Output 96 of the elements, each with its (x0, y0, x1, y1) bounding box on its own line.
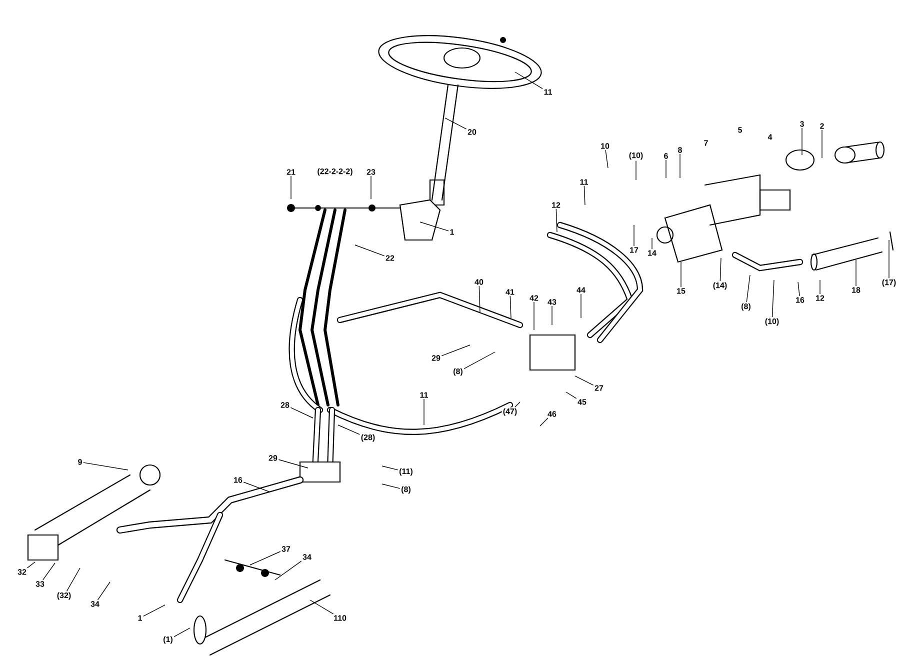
leader-line (243, 482, 270, 492)
leader-line (514, 72, 543, 90)
callout-number: 10 (600, 142, 610, 150)
callout-number: 17 (628, 246, 640, 254)
callout-number: 22 (384, 254, 396, 262)
callout-number: 29 (430, 354, 442, 362)
leader-line (382, 484, 400, 489)
leader-line (540, 418, 548, 426)
callout-number: 27 (594, 384, 604, 392)
leader-line (444, 118, 467, 130)
callout-number: (47) (502, 407, 518, 417)
leader-line (510, 296, 512, 318)
callout-number: 21 (286, 168, 296, 176)
callout-number: 11 (418, 391, 430, 399)
callout-number: 16 (794, 296, 806, 304)
callout-number: 28 (280, 401, 290, 409)
leader-line (680, 262, 682, 288)
callout-number: 11 (542, 88, 554, 96)
callout-number: 29 (268, 454, 278, 462)
leader-line (772, 280, 774, 318)
callout-number: 42 (528, 294, 540, 302)
callout-number: (14) (712, 281, 728, 291)
callout-number: 5 (736, 126, 744, 134)
leader-line (354, 244, 385, 256)
callout-number: 2 (818, 122, 826, 130)
callout-number: 43 (546, 298, 558, 306)
leader-line (746, 274, 750, 302)
callout-number: (10) (628, 151, 644, 161)
callout-number: 12 (550, 201, 562, 209)
leader-line (580, 294, 582, 318)
leader-line (566, 392, 577, 399)
callout-number: (10) (764, 317, 780, 327)
callout-number: 3 (798, 120, 806, 128)
leader-line (514, 402, 520, 408)
callout-number: 34 (302, 553, 312, 561)
callout-number: 12 (814, 294, 826, 302)
leader-line (478, 286, 480, 312)
callout-number: (17) (880, 278, 898, 288)
callout-number: 23 (366, 168, 376, 176)
leader-line (26, 562, 36, 568)
callout-number: 40 (474, 278, 484, 286)
leader-line (605, 150, 608, 168)
callout-number: 7 (702, 139, 710, 147)
leader-line (888, 240, 890, 278)
leader-line (278, 459, 308, 468)
leader-line (143, 604, 166, 617)
callout-number: 1 (448, 228, 456, 236)
leader-line (798, 282, 800, 296)
callout-number: 6 (662, 152, 670, 160)
callout-number: 16 (232, 476, 244, 484)
callout-number: (8) (740, 302, 752, 312)
leader-line (42, 562, 56, 580)
leader-line (97, 582, 110, 600)
callout-number: 45 (576, 398, 588, 406)
leader-line (66, 568, 80, 592)
callout-number: (22-2-2-2) (316, 167, 354, 177)
callout-number: (8) (452, 367, 464, 377)
leader-line (274, 560, 302, 580)
callout-number: 9 (76, 458, 84, 466)
callout-number: 44 (576, 286, 586, 294)
callout-number: 4 (766, 133, 774, 141)
callout-number: 1 (136, 614, 144, 622)
callout-number: 110 (332, 614, 348, 622)
callout-number: 46 (546, 410, 558, 418)
leader-line (290, 176, 292, 200)
callout-number: 8 (676, 146, 684, 154)
callout-number: 33 (34, 580, 46, 588)
callout-number: 15 (676, 287, 686, 295)
leader-line (556, 208, 558, 232)
leader-line (584, 186, 586, 206)
callout-number: 20 (466, 128, 478, 136)
leader-line (174, 628, 190, 638)
leader-line (720, 258, 722, 282)
callout-number: 14 (646, 249, 658, 257)
callout-number: 41 (504, 288, 516, 296)
leader-line (420, 222, 449, 232)
callout-number: 34 (90, 600, 100, 608)
callout-number: 32 (16, 568, 28, 576)
leader-line (382, 466, 398, 470)
leader-line (370, 176, 372, 200)
leader-line (83, 462, 128, 470)
leader-line (574, 376, 594, 386)
callout-number: (1) (162, 635, 174, 645)
callout-number: (32) (56, 591, 72, 601)
leader-line (464, 352, 496, 370)
leader-line (290, 407, 314, 418)
callout-number: 11 (578, 178, 590, 186)
callout-number: (11) (398, 467, 414, 477)
callout-number: 37 (280, 545, 292, 553)
leader-line (310, 600, 334, 614)
leader-line (338, 424, 360, 435)
leader-line (250, 551, 281, 566)
callout-number: 18 (850, 286, 862, 294)
leader-line (441, 344, 470, 356)
callout-number: (8) (400, 485, 412, 495)
callout-number: (28) (360, 433, 376, 443)
